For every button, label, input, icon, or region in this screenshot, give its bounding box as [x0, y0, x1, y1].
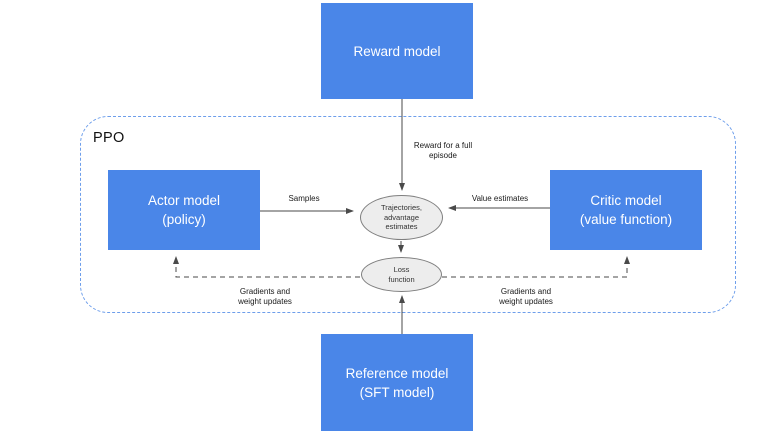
reward-episode-line2: episode: [428, 151, 458, 160]
loss-line1: Loss: [393, 265, 410, 274]
node-trajectories-advantage-estimates: Trajectories, advantage estimates: [360, 195, 443, 240]
trajectories-line3: estimates: [385, 222, 418, 232]
gradients-left-line2: weight updates: [238, 297, 292, 306]
node-critic-model-label: Critic model: [590, 193, 662, 208]
node-actor-model: Actor model (policy): [108, 170, 260, 250]
node-reference-model-label: Reference model: [345, 365, 449, 381]
reward-episode-line1: Reward for a full: [413, 141, 473, 150]
trajectories-line2: advantage: [383, 212, 420, 222]
node-reference-model: Reference model (SFT model): [321, 334, 473, 431]
ppo-group-label: PPO: [93, 130, 125, 146]
loss-line2: function: [388, 274, 415, 284]
edge-label-gradients-left: Gradients and weight updates: [234, 287, 296, 307]
node-critic-model: Critic model (value function): [550, 170, 702, 250]
edge-label-gradients-right: Gradients and weight updates: [495, 287, 557, 307]
node-actor-model-sublabel: (policy): [162, 212, 206, 227]
edge-label-samples: Samples: [288, 194, 320, 203]
node-loss-function: Loss function: [361, 257, 442, 292]
node-reward-model-label: Reward model: [353, 43, 441, 59]
node-actor-model-label: Actor model: [147, 193, 221, 208]
edge-label-value-estimates: Value estimates: [471, 194, 529, 203]
trajectories-line1: Trajectories,: [381, 203, 422, 213]
node-reward-model: Reward model: [321, 3, 473, 99]
gradients-left-line1: Gradients and: [239, 287, 291, 296]
gradients-right-line2: weight updates: [499, 297, 553, 306]
gradients-right-line1: Gradients and: [500, 287, 552, 296]
ppo-group-container: [80, 116, 736, 313]
edge-label-reward-full-episode: Reward for a full episode: [411, 141, 475, 161]
node-reference-model-sublabel: (SFT model): [359, 384, 435, 400]
node-critic-model-sublabel: (value function): [579, 212, 673, 227]
